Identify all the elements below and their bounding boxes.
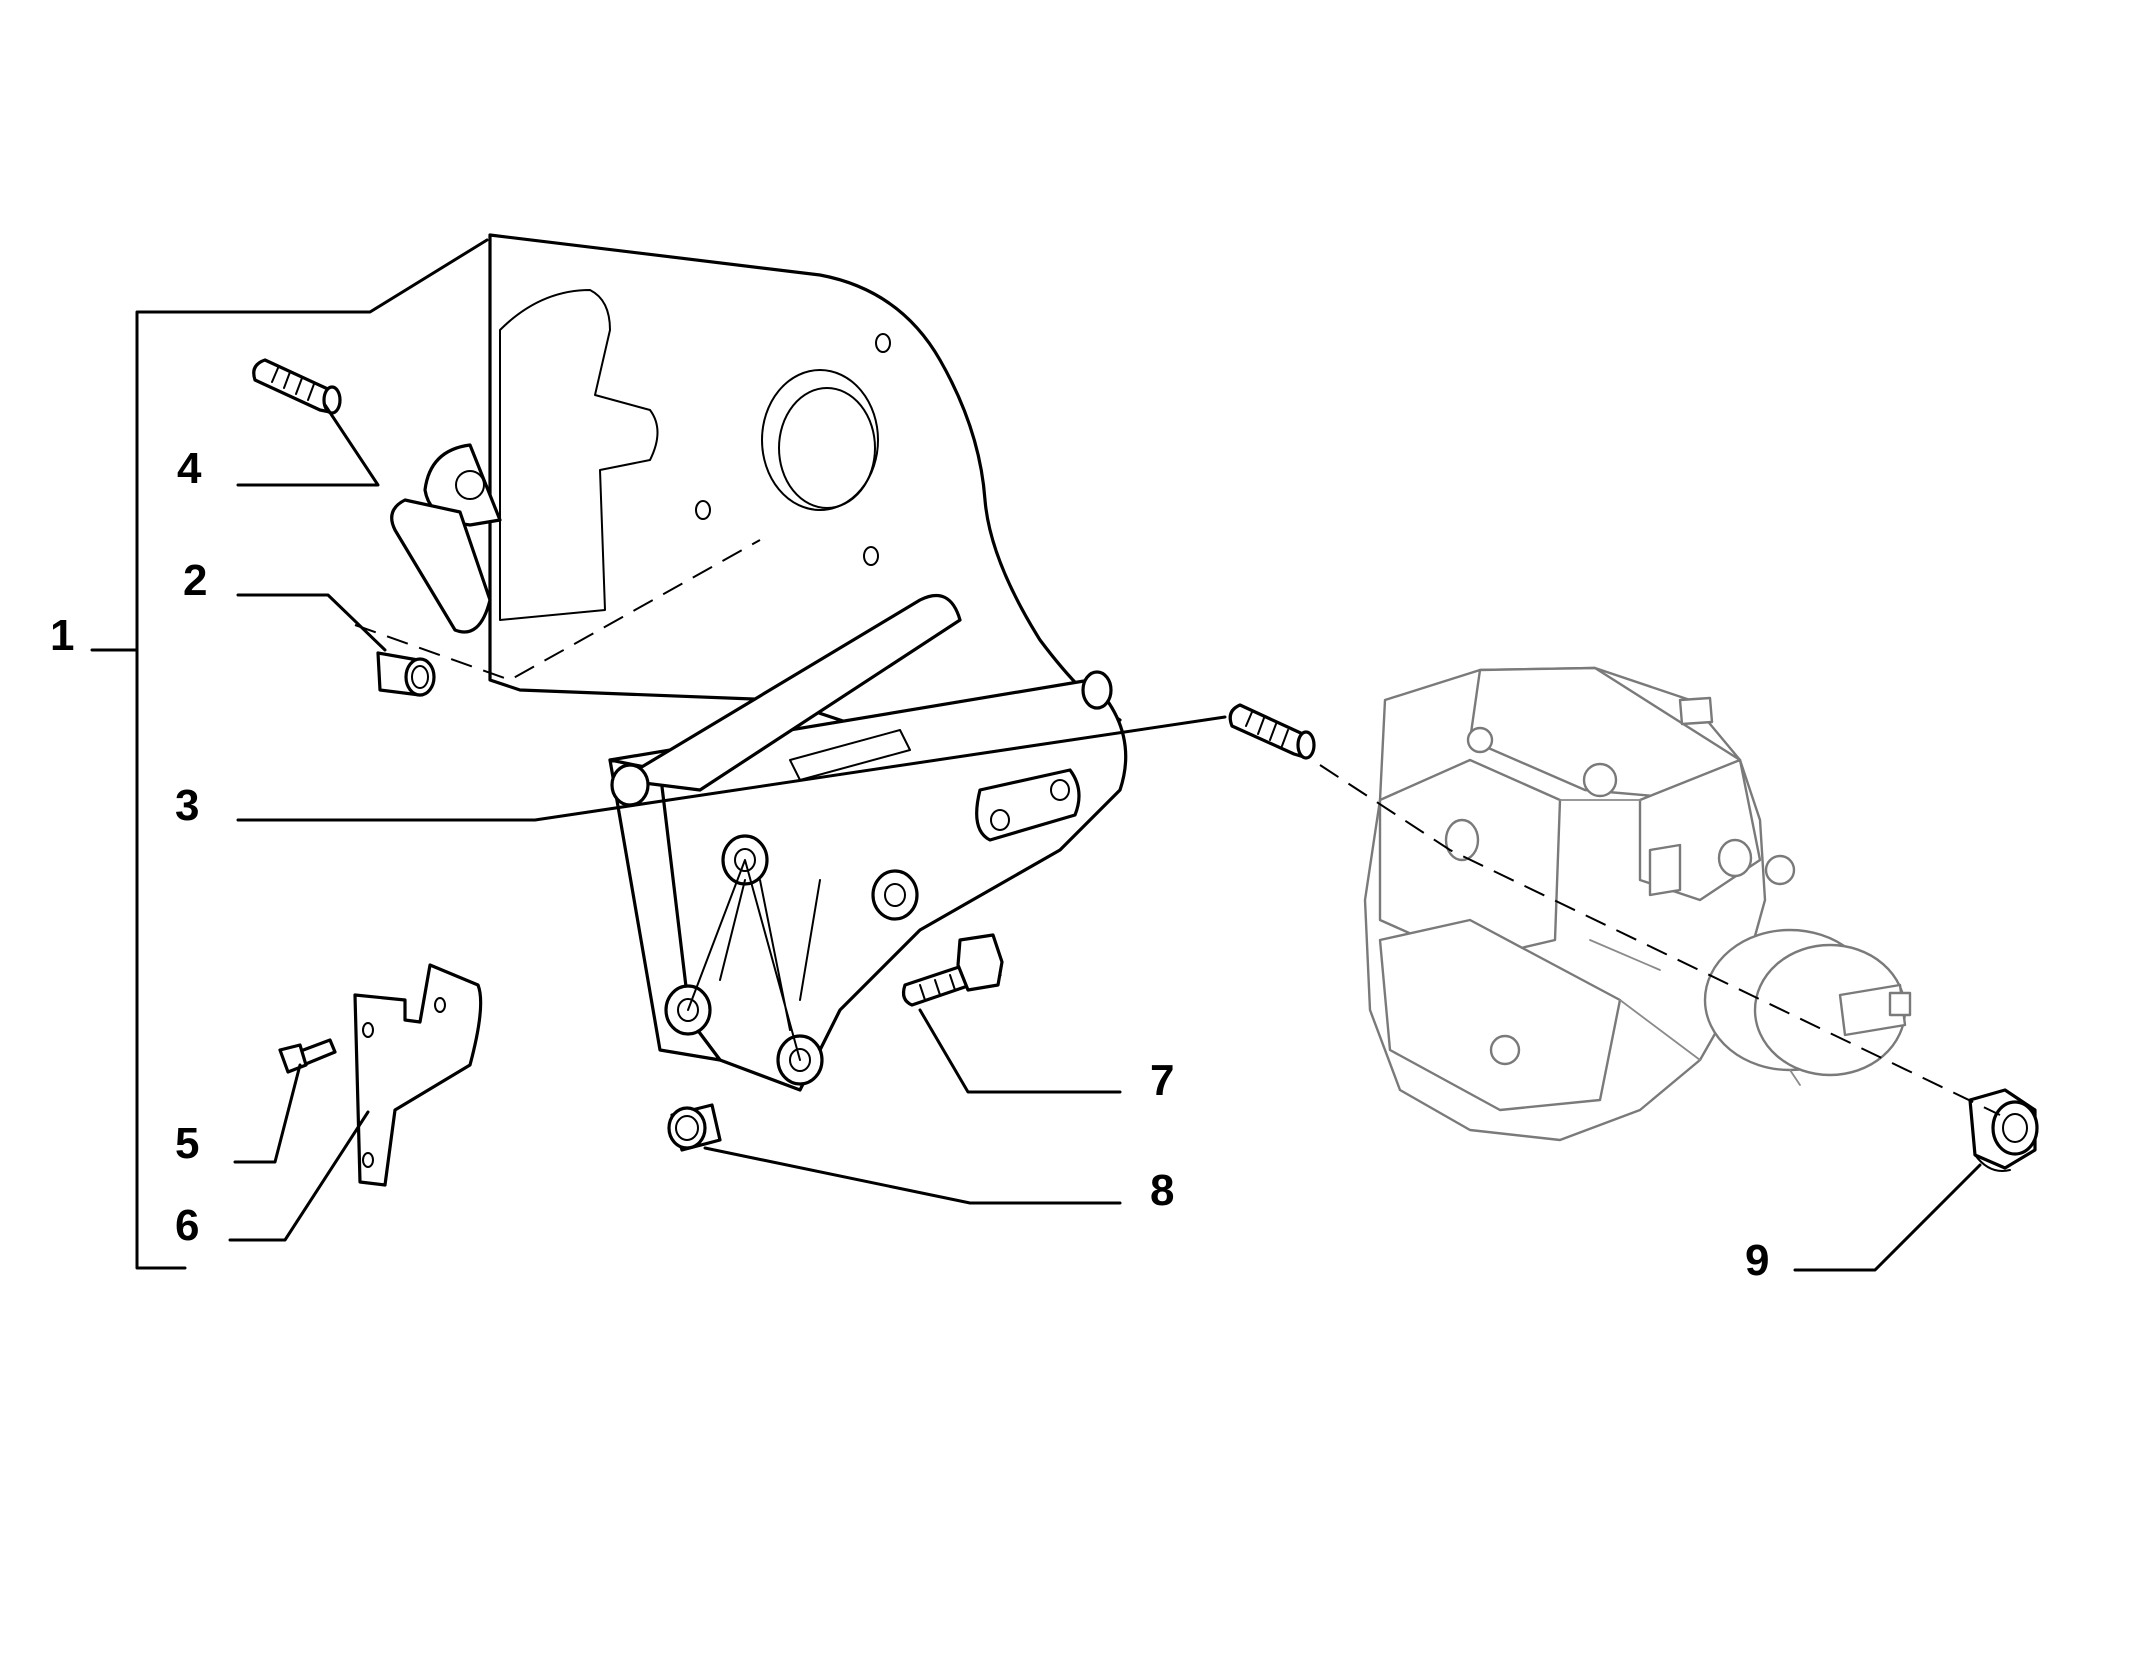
stud-3	[1228, 703, 1316, 760]
callout-9: 9	[1745, 1236, 1769, 1285]
bolt-7	[901, 933, 1004, 1007]
axis-line-2	[354, 539, 761, 682]
callout-5: 5	[175, 1119, 199, 1168]
bushing-2	[376, 651, 436, 697]
callout-1: 1	[50, 611, 74, 660]
callout-3: 3	[175, 781, 199, 830]
callout-labels: 1 2 3 4 5 6 7 8 9	[50, 444, 1769, 1285]
callout-8: 8	[1150, 1166, 1174, 1215]
callout-2: 2	[183, 556, 207, 605]
bushing-8	[667, 1103, 722, 1152]
screw-5	[278, 1038, 337, 1074]
callout-6: 6	[175, 1201, 199, 1250]
leader-lines	[90, 238, 1982, 1272]
pump-mounting-bracket	[390, 233, 1128, 1092]
injection-pump-reference	[1363, 666, 1912, 1142]
axis-line-3-9	[1319, 764, 2001, 1116]
flange-nut-9	[1968, 1088, 2039, 1172]
plate-bracket-6	[353, 963, 483, 1187]
callout-7: 7	[1150, 1056, 1174, 1105]
callout-4: 4	[177, 444, 202, 493]
stud-4	[252, 358, 342, 415]
